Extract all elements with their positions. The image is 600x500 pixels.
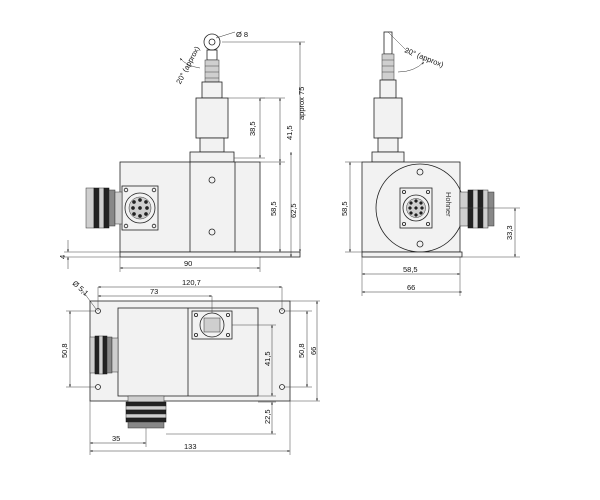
side-base-plate xyxy=(361,251,463,258)
dim-22-5: 22,5 xyxy=(263,409,272,424)
side-wire-ferrule xyxy=(381,53,395,81)
dim-35: 35 xyxy=(112,434,120,443)
wire-ferrule xyxy=(204,59,220,83)
dim-hole-diameter: Ø 5,1 xyxy=(71,279,91,298)
connector-pins xyxy=(131,198,149,218)
dim-eye-angle-right: 20° (approx) xyxy=(403,46,445,70)
dim-58-5-side-vertical: 58,5 xyxy=(340,201,349,216)
side-plug xyxy=(459,189,495,229)
dim-62-5: 62,5 xyxy=(289,203,298,218)
wire-eye-hole xyxy=(208,38,216,46)
side-wire-eye xyxy=(383,31,393,55)
wire-guide xyxy=(201,81,223,99)
dim-73: 73 xyxy=(150,287,158,296)
dim-90: 90 xyxy=(184,259,192,268)
top-view xyxy=(89,300,291,429)
front-view xyxy=(85,33,301,258)
dim-66-side: 66 xyxy=(407,283,415,292)
wire-outlet-base xyxy=(199,137,225,153)
dim-50-8-left: 50,8 xyxy=(60,343,69,358)
wire-eye-neck xyxy=(206,49,218,61)
dim-33-3: 33,3 xyxy=(505,225,514,240)
dim-4: 4 xyxy=(58,255,67,259)
front-side-plug xyxy=(85,187,123,229)
dim-58-5-side-horizontal: 58,5 xyxy=(403,265,418,274)
front-base-plate xyxy=(119,251,301,258)
dim-133: 133 xyxy=(184,442,197,451)
wire-eye xyxy=(203,33,221,51)
wire-outlet-flange xyxy=(189,151,235,163)
side-connector-pins xyxy=(408,199,424,217)
dim-eye-angle-left: 20° (approx) xyxy=(174,44,202,85)
top-bottom-plug xyxy=(125,395,167,429)
dim-58-5-left: 58,5 xyxy=(269,201,278,216)
dim-eye-diameter: Ø 8 xyxy=(236,30,248,39)
wire-outlet-housing xyxy=(195,97,229,139)
brand-label: Hohner xyxy=(444,192,453,217)
side-view: Hohner xyxy=(361,31,495,258)
side-wire-outlet xyxy=(373,97,403,139)
dim-66-right: 66 xyxy=(309,347,318,355)
dim-50-8-right: 50,8 xyxy=(297,343,306,358)
dim-38-5: 38,5 xyxy=(248,121,257,136)
dim-41-5-bottom: 41,5 xyxy=(263,351,272,366)
dim-120-7: 120,7 xyxy=(182,278,201,287)
dim-approx-75: approx 75 xyxy=(297,87,306,120)
top-dimensions: Ø 5,1 120,7 73 50,8 41,5 50,8 66 xyxy=(60,278,320,455)
dim-41-5-top: 41,5 xyxy=(285,125,294,140)
top-left-plug xyxy=(89,335,119,375)
